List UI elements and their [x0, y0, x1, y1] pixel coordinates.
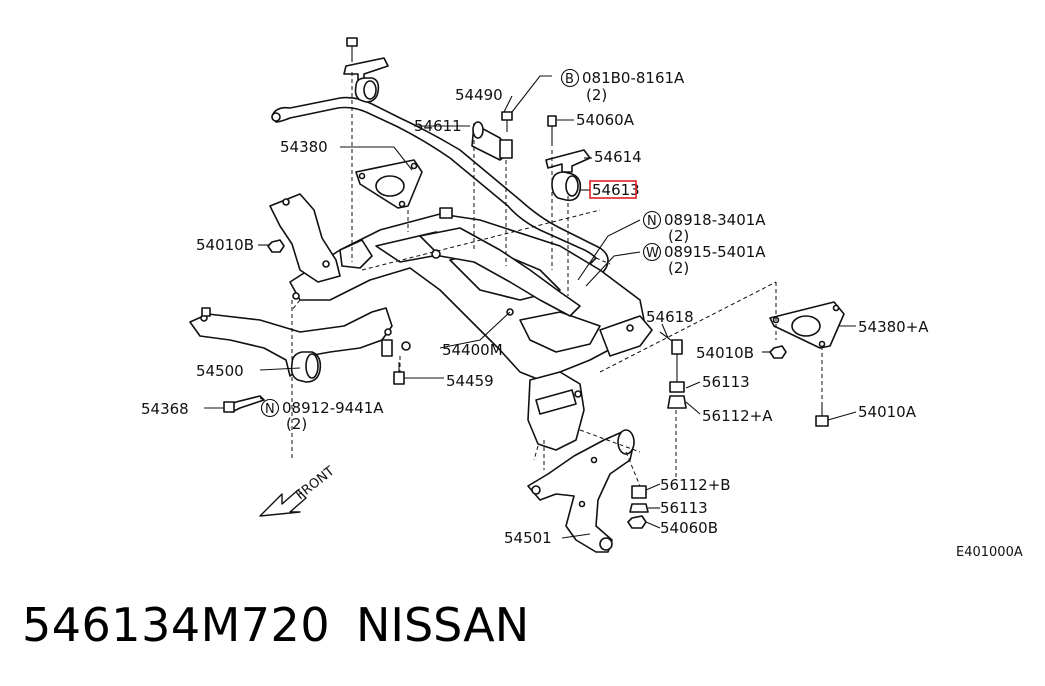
label-08915-qty: (2) [668, 259, 689, 277]
circle-n-icon [642, 210, 662, 230]
label-08912-qty: (2) [286, 415, 307, 433]
alignment-lines [291, 72, 823, 487]
front-arrow: FRONT [259, 464, 338, 517]
circle-w-icon [642, 242, 662, 262]
subframe-54400m [269, 193, 653, 451]
label-54060a: 54060A [576, 111, 635, 129]
label-081b0: 081B0-8161A [582, 69, 685, 87]
circle-b-icon [560, 68, 580, 88]
label-56113-top: 56113 [702, 373, 750, 391]
label-54380: 54380 [280, 138, 328, 156]
label-08915: 08915-5401A [664, 243, 766, 261]
bushing-stack-bottom [627, 485, 649, 529]
bolt-54010a [815, 402, 829, 427]
front-arrow-icon [259, 489, 307, 517]
label-54060b: 54060B [660, 519, 718, 537]
circle-n2-letter: N [265, 402, 275, 417]
clamp-54614 [545, 149, 591, 173]
label-54010b-left: 54010B [196, 236, 254, 254]
bolt-54368 [223, 395, 265, 413]
label-56113-bottom: 56113 [660, 499, 708, 517]
label-54010b-right: 54010B [696, 344, 754, 362]
mount-plate-54380a-right [769, 301, 845, 349]
label-54611: 54611 [414, 117, 462, 135]
label-54490: 54490 [455, 86, 503, 104]
stabilizer-clamp-left [343, 37, 389, 103]
circle-b-letter: B [565, 72, 574, 87]
circle-n-letter: N [647, 214, 657, 229]
brand-name: NISSAN [356, 598, 530, 652]
label-54368: 54368 [141, 400, 189, 418]
part-number: 546134M720 [22, 598, 331, 652]
bolt-081b0 [501, 111, 513, 132]
nut-54010b-left [267, 239, 285, 253]
circle-n2-icon [260, 398, 280, 418]
label-08918-qty: (2) [668, 227, 689, 245]
bolt-54060a [547, 115, 557, 146]
bushing-54613 [551, 171, 582, 202]
callout-labels: 54490 B 081B0-8161A (2) 54611 54060A 543… [141, 68, 929, 547]
lower-arm-54501 [527, 429, 635, 553]
label-54380a: 54380+A [858, 318, 929, 336]
bushing-54490 [471, 121, 513, 161]
highlight-box-54613 [589, 180, 637, 199]
diagram-code: E401000A [956, 545, 1023, 560]
label-08912: 08912-9441A [282, 399, 384, 417]
label-54501: 54501 [504, 529, 552, 547]
label-081b0-qty: (2) [586, 86, 607, 104]
label-54459: 54459 [446, 372, 494, 390]
label-54400m: 54400M [442, 341, 503, 359]
front-label: FRONT [293, 464, 337, 503]
label-08918: 08918-3401A [664, 211, 766, 229]
circle-w-letter: W [646, 246, 659, 261]
label-56112a: 56112+A [702, 407, 773, 425]
label-56112b: 56112+B [660, 476, 731, 494]
label-54614: 54614 [594, 148, 642, 166]
label-54010a: 54010A [858, 403, 917, 421]
mount-plate-54380-left [355, 159, 423, 209]
lower-arm-54500 [189, 307, 411, 383]
bolt-54459 [393, 362, 405, 385]
label-54500: 54500 [196, 362, 244, 380]
nut-54010b-right [769, 345, 787, 359]
stabilizer-link-54618 [659, 331, 687, 409]
leader-lines [204, 75, 857, 539]
label-54618: 54618 [646, 308, 694, 326]
label-54613: 54613 [592, 181, 640, 199]
